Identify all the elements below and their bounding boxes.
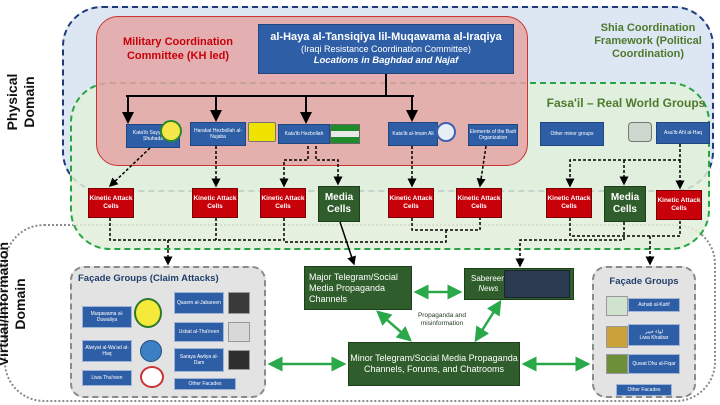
kinetic-cell-2: Kinetic Attack Cells xyxy=(192,188,238,218)
usbat-logo-icon xyxy=(228,322,250,342)
group-asaib-ahl-al-haq: Asa'ib Ahl al-Haq xyxy=(656,122,710,144)
sabereen-minor-arrow xyxy=(474,299,502,343)
quwat-dhu-al-fiqar-logo-icon xyxy=(606,354,628,374)
military-committee-label: Military Coordination Committee (KH led) xyxy=(123,36,233,62)
facade-left-item-1: Muqawama al-Duwaliya xyxy=(82,306,132,328)
kinetic-cell-4: Kinetic Attack Cells xyxy=(388,188,434,218)
media-to-major xyxy=(339,221,356,266)
cells-4-5 xyxy=(411,218,481,231)
facade-left-item-6: Saraya Awliya al-Dam xyxy=(174,348,224,372)
kinetic-cell-1: Kinetic Attack Cells xyxy=(88,188,134,218)
haya-title: al-Haya al-Tansiqiya lil-Muqawama al-Ira… xyxy=(270,31,502,43)
facade-right-item-4: Other Facades xyxy=(616,384,672,396)
shia-framework-label: Shia Coordination Framework (Political C… xyxy=(594,22,702,60)
haya-location: Locations in Baghdad and Najaf xyxy=(313,55,459,66)
nujaba-logo-icon xyxy=(248,122,276,142)
asaib-branch xyxy=(565,144,681,188)
haya-box: al-Haya al-Tansiqiya lil-Muqawama al-Ira… xyxy=(258,24,514,74)
group-harakat-hezbollah-al-nujaba: Harakat Hezbollah al-Nujaba xyxy=(190,122,246,146)
imam-ali-logo-icon xyxy=(436,122,456,142)
haya-subtitle: (Iraqi Resistance Coordination Committee… xyxy=(300,44,472,54)
fasail-title: Fasa'il – Real World Groups xyxy=(546,96,706,110)
kinetic-cell-7: Kinetic Attack Cells xyxy=(656,190,702,220)
sabereen-sub: News xyxy=(478,284,499,293)
sabereen-name: Sabereen xyxy=(471,274,506,283)
facade-left-item-3: Liwa Tha'reen xyxy=(82,370,132,386)
group1-to-cell xyxy=(108,147,151,188)
media-to-sabereen xyxy=(515,222,625,268)
muqawama-logo-icon xyxy=(134,298,162,328)
alwiyat-logo-icon xyxy=(140,340,162,362)
propaganda-note: Propaganda and misinformation xyxy=(417,312,467,327)
ashab-al-kahf-logo-icon xyxy=(606,296,628,316)
facade-right-title: Façade Groups xyxy=(609,276,679,287)
liwa-khaibar-logo-icon xyxy=(606,326,628,348)
kinetic-cell-6: Kinetic Attack Cells xyxy=(546,188,592,218)
liwa-thaireen-logo-icon xyxy=(140,366,164,388)
minor-telegram-box: Minor Telegram/Social Media Propaganda C… xyxy=(348,342,520,386)
facade-left-item-7: Other Facades xyxy=(174,378,236,390)
sabereen-logo-icon xyxy=(504,270,570,298)
kinetic-cell-3: Kinetic Attack Cells xyxy=(260,188,306,218)
kataib-sayyed-al-shuhada-logo-icon xyxy=(160,120,182,142)
group3-to-media xyxy=(315,146,343,186)
group-badr-organization: Elements of the Badr Organization xyxy=(468,124,518,146)
liwa-khaibar-arabic: لواء خيبر xyxy=(644,329,664,335)
cells-to-facade-left xyxy=(109,218,285,241)
group5-to-cell xyxy=(476,145,487,188)
cells-to-facade-right xyxy=(569,218,681,237)
kinetic-cell-5: Kinetic Attack Cells xyxy=(456,188,502,218)
saraya-logo-icon xyxy=(228,350,250,370)
group3-to-cell xyxy=(279,146,309,188)
facade-right-item-1: Ashab al-Kahf xyxy=(628,298,680,312)
qasem-logo-icon xyxy=(228,292,250,314)
major-telegram-box: Major Telegram/Social Media Propaganda C… xyxy=(304,266,412,310)
facade-right-item-2: لواء خيبر Liwa Khaibar xyxy=(628,324,680,346)
facade-left-item-2: Alwiyat al-Wa'ad al-Haq xyxy=(82,340,132,362)
kataib-hezbollah-flag-icon xyxy=(330,124,360,144)
media-cells-2: Media Cells xyxy=(604,186,646,222)
major-minor-arrow xyxy=(376,310,412,342)
facade-left-item-5: Usbat al-Tha'ireen xyxy=(174,322,224,342)
facade-right-item-3: Quwat Dhu al-Fiqar xyxy=(628,354,680,374)
group-kataib-hezbollah: Kata'ib Hezbollah xyxy=(278,124,330,144)
other-groups-logo-icon xyxy=(628,122,652,142)
facade-left-item-4: Qasem al-Jabareen xyxy=(174,292,224,314)
group-other-minor: Other minor groups xyxy=(540,122,604,146)
facade-left-title: Façade Groups (Claim Attacks) xyxy=(78,273,219,284)
media-cells-1: Media Cells xyxy=(318,186,360,222)
